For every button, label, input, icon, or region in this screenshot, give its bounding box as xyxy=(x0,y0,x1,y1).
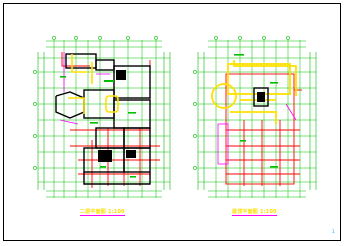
axis-bubbles xyxy=(33,36,158,170)
wall-fills xyxy=(98,70,136,162)
annotation-text xyxy=(60,76,136,178)
annotation-text xyxy=(234,54,278,168)
axis-bubbles xyxy=(193,36,290,170)
second-floor-plan xyxy=(33,36,171,198)
yellow-lines xyxy=(68,54,119,114)
roof-plan xyxy=(193,36,317,198)
sheet-mark: 1 xyxy=(332,229,335,234)
dimension-lines xyxy=(197,40,317,198)
walls xyxy=(55,53,151,185)
second-floor-plan-title: 二层平面图 1:100 xyxy=(80,209,125,216)
magenta-lines xyxy=(217,103,297,165)
drawing-frame xyxy=(3,3,341,241)
red-lines xyxy=(225,73,302,186)
roof-walls xyxy=(253,87,269,107)
dimension-lines xyxy=(37,40,171,198)
magenta-lines xyxy=(59,52,110,125)
roof-plan-title: 屋顶平面图 1:100 xyxy=(232,209,277,216)
